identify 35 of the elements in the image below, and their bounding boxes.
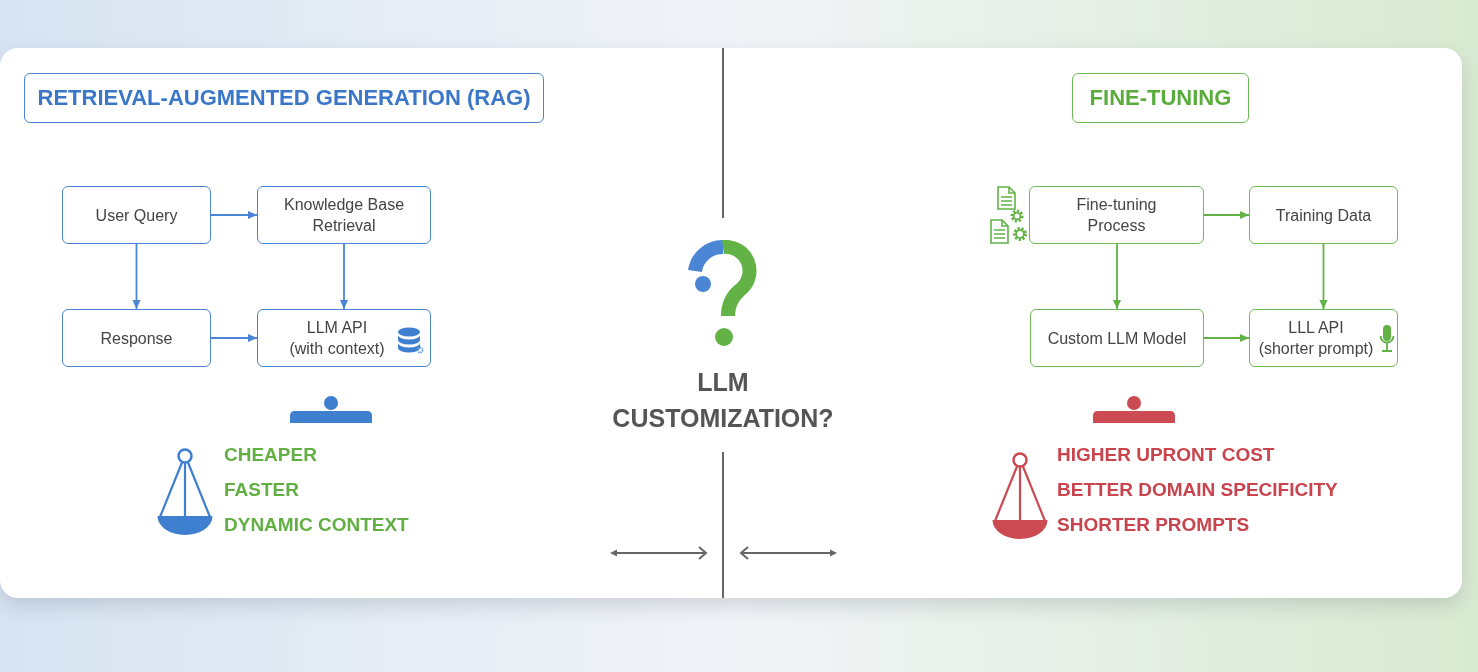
process-box: [1029, 186, 1204, 244]
arrow: [1112, 243, 1122, 310]
arrow: [210, 333, 258, 343]
step-text: LLL API (shorter prompt): [1257, 318, 1375, 359]
process-box: [1249, 186, 1398, 244]
benefit-text: DYNAMIC CONTEXT: [224, 513, 409, 537]
step-text: Custom LLM Model: [1046, 328, 1188, 349]
arrow: [132, 243, 141, 310]
heading-box: [1072, 73, 1249, 123]
diagram-title: LLM CUSTOMIZATION?: [611, 367, 835, 434]
benefit-text: CHEAPER: [224, 443, 317, 467]
benefit-text: SHORTER PROMPTS: [1057, 513, 1250, 537]
step-text: Knowledge Base Retrieval: [282, 195, 406, 236]
step-text: User Query: [94, 205, 179, 226]
step-text: LLM API (with context): [288, 318, 386, 359]
process-box: [62, 309, 211, 367]
arrow: [1203, 210, 1250, 220]
benefit-text: BETTER DOMAIN SPECIFICITY: [1057, 478, 1338, 502]
step-text: Fine-tuning Process: [1075, 195, 1158, 236]
step-text: Response: [99, 328, 174, 349]
heading-box: [24, 73, 544, 123]
process-box: [257, 186, 431, 244]
process-box: [62, 186, 211, 244]
process-box: [1030, 309, 1204, 367]
heading-text: RETRIEVAL-AUGMENTED GENERATION (RAG): [37, 84, 531, 112]
arrow: [210, 210, 258, 220]
heading-text: FINE-TUNING: [1089, 84, 1232, 112]
process-box: [1249, 309, 1398, 367]
arrow: [1319, 243, 1328, 310]
arrow: [1203, 333, 1250, 343]
step-text: Training Data: [1274, 205, 1373, 226]
arrow: [339, 243, 349, 310]
benefit-text: FASTER: [224, 478, 299, 502]
process-box: [257, 309, 431, 367]
benefit-text: HIGHER UPRONT COST: [1057, 443, 1275, 467]
